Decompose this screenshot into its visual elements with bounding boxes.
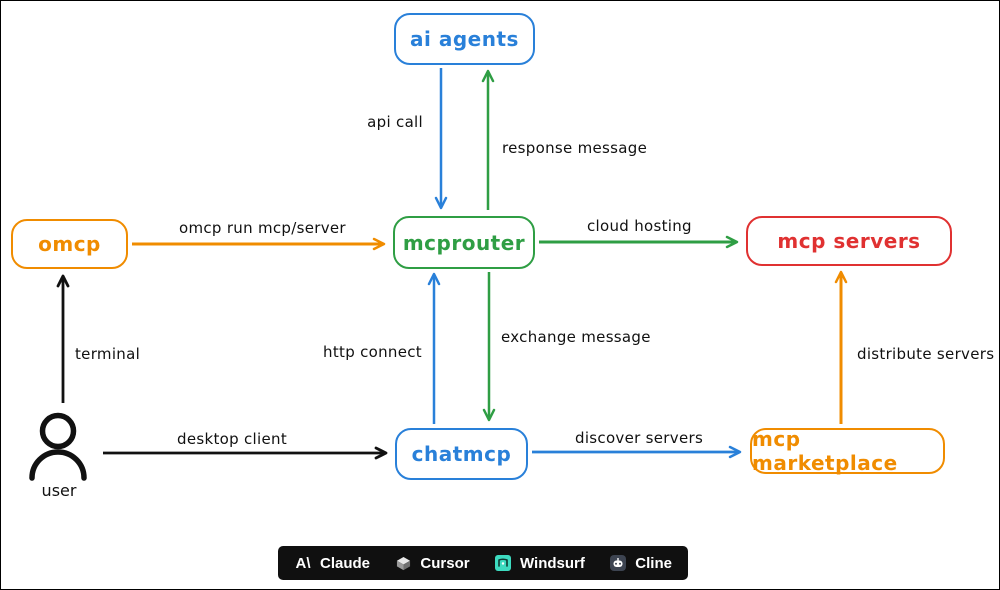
node-mcp-marketplace-label: mcp marketplace xyxy=(752,427,898,475)
footer-item-windsurf: Windsurf xyxy=(494,554,585,572)
node-chatmcp-label: chatmcp xyxy=(411,442,512,466)
edge-label-discover-servers: discover servers xyxy=(575,429,704,447)
footer-item-cline: Cline xyxy=(609,554,672,572)
footer-item-cursor: Cursor xyxy=(394,554,470,572)
edge-label-omcp-run: omcp run mcp/server xyxy=(179,219,346,237)
node-user-label: user xyxy=(41,481,77,500)
edge-label-distribute-servers: distribute servers xyxy=(857,345,995,363)
edge-label-terminal: terminal xyxy=(75,345,141,363)
node-chatmcp: chatmcp xyxy=(395,428,528,480)
edge-label-api-call: api call xyxy=(367,113,423,131)
node-omcp-label: omcp xyxy=(38,232,101,256)
node-ai-agents: ai agents xyxy=(394,13,535,65)
footer-item-cline-label: Cline xyxy=(635,554,672,572)
windsurf-logo-icon xyxy=(494,554,512,572)
edge-label-cloud-hosting: cloud hosting xyxy=(587,217,692,235)
edge-label-exchange-message: exchange message xyxy=(501,328,651,346)
node-mcprouter: mcprouter xyxy=(393,216,535,269)
node-ai-agents-label: ai agents xyxy=(410,27,519,51)
user-icon xyxy=(29,412,87,481)
node-mcp-servers-label: mcp servers xyxy=(777,229,921,253)
footer-item-windsurf-label: Windsurf xyxy=(520,554,585,572)
footer-item-claude: A\ Claude xyxy=(294,554,371,572)
cursor-logo-icon xyxy=(394,554,412,572)
node-omcp: omcp xyxy=(11,219,128,269)
footer-item-claude-label: Claude xyxy=(320,554,371,572)
cline-logo-icon xyxy=(609,554,627,572)
anthropic-logo-icon: A\ xyxy=(295,554,311,572)
node-mcprouter-label: mcprouter xyxy=(402,230,526,255)
node-mcp-servers: mcp servers xyxy=(746,216,952,266)
edge-label-response-message: response message xyxy=(502,139,648,157)
footer-logo-bar: A\ Claude Cursor Windsurf xyxy=(278,546,688,580)
edge-label-desktop-client: desktop client xyxy=(177,430,287,448)
footer-item-cursor-label: Cursor xyxy=(420,554,470,572)
edge-label-http-connect: http connect xyxy=(323,343,422,361)
node-mcp-marketplace: mcp marketplace xyxy=(750,427,945,475)
